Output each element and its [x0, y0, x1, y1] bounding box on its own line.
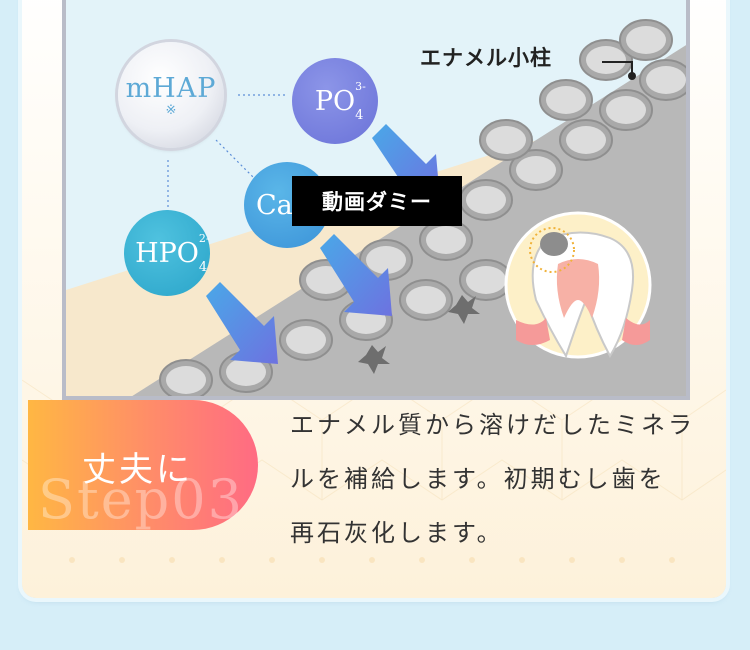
- hpo4-subscript: 4: [198, 259, 208, 275]
- hpo4-charge: 2-: [198, 231, 210, 245]
- description-line: 再石灰化します。: [290, 519, 504, 547]
- mhap-bubble: mHAP ※: [118, 42, 224, 148]
- step-title: 丈夫に: [82, 450, 193, 490]
- po4-base: PO: [314, 85, 356, 117]
- po4-charge: 3-: [355, 79, 366, 93]
- step-watermark: Step03: [38, 468, 244, 531]
- hpo4-base: HPO: [135, 237, 199, 269]
- step-description: エナメル質から溶けだしたミネラ ルを補給します。初期むし歯を 再石灰化します。: [290, 398, 710, 560]
- ca-label: Ca: [256, 189, 293, 221]
- mhap-label: mHAP: [125, 73, 217, 104]
- enamel-rod-label: エナメル小柱: [420, 46, 552, 70]
- step-pill: [28, 400, 258, 530]
- description-line: エナメル質から溶けだしたミネラ: [290, 411, 695, 439]
- video-dummy-label[interactable]: 動画ダミー: [292, 176, 462, 226]
- po4-subscript: 4: [355, 107, 364, 123]
- mhap-note: ※: [165, 103, 177, 118]
- description-line: ルを補給します。初期むし歯を: [290, 465, 666, 493]
